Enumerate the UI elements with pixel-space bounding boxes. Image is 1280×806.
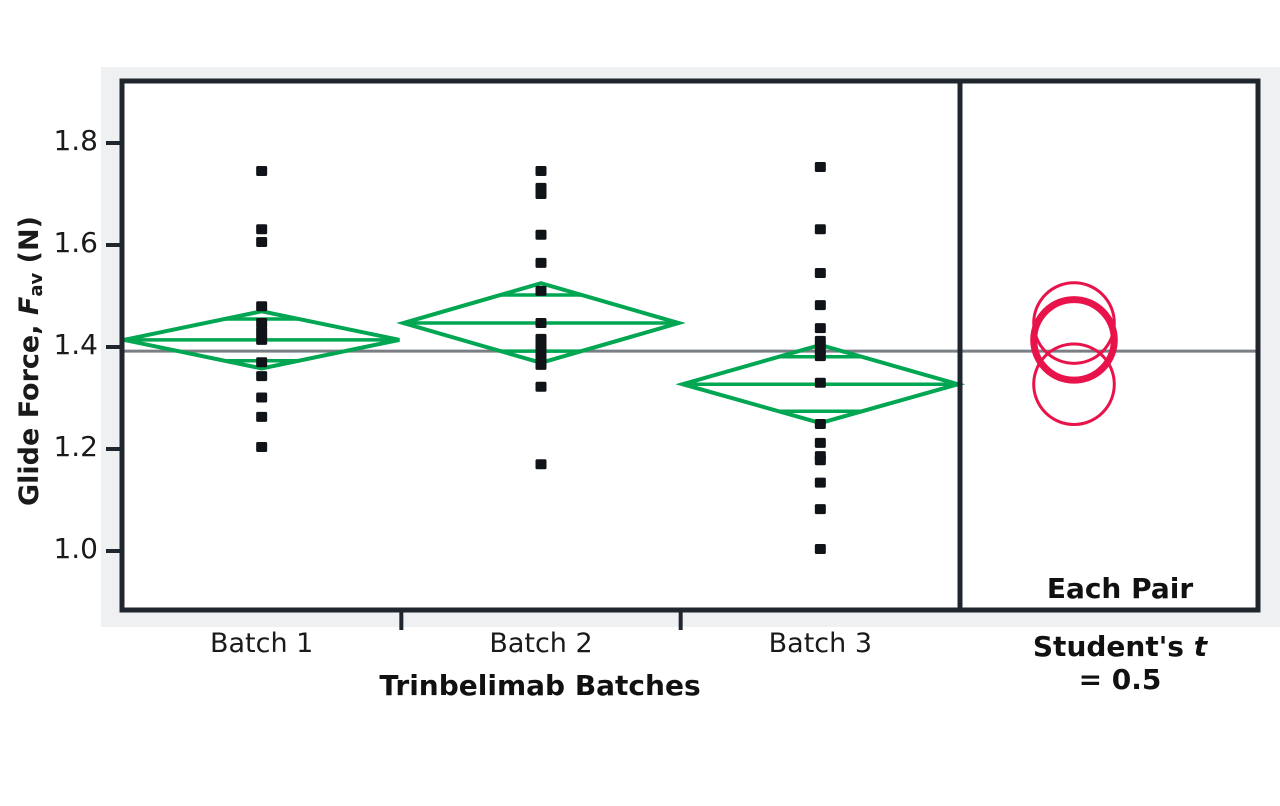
- y-tick-label: 1.2: [53, 430, 98, 463]
- comparison-circle-3[interactable]: [1032, 342, 1116, 427]
- data-point: [535, 333, 547, 344]
- group-2: [396, 166, 686, 470]
- data-point: [535, 285, 547, 296]
- y-axis-title-subscript: av: [25, 272, 47, 297]
- data-point: [814, 161, 826, 172]
- y-tick-label: 1.6: [53, 226, 98, 259]
- data-point: [814, 351, 826, 362]
- data-point: [535, 459, 547, 470]
- y-tick-label: 1.8: [53, 124, 98, 157]
- data-point: [256, 334, 268, 345]
- y-tick-label: 1.4: [53, 328, 98, 361]
- students-t-value: = 0.5: [1078, 663, 1162, 697]
- data-point: [814, 323, 826, 334]
- y-axis-title-symbol: F: [14, 296, 45, 316]
- group-1: [123, 166, 400, 452]
- x-group-label-3: Batch 3: [768, 628, 873, 659]
- data-point: [535, 257, 547, 268]
- data-point: [814, 377, 826, 388]
- data-point: [535, 189, 547, 199]
- students-t-label: Student's t = 0.5: [955, 630, 1280, 696]
- data-point: [256, 357, 268, 368]
- each-pair-label: Each Pair: [1046, 572, 1194, 605]
- x-axis-title: Trinbelimab Batches: [379, 669, 701, 702]
- students-t-prefix: Student's: [1032, 630, 1194, 663]
- data-point: [256, 411, 268, 422]
- data-point: [535, 229, 547, 240]
- data-point: [814, 477, 826, 488]
- data-point: [256, 441, 268, 452]
- data-point: [535, 166, 547, 177]
- x-group-label-2: Batch 2: [489, 628, 593, 659]
- y-tick-label: 1.0: [53, 532, 98, 565]
- data-point: [814, 300, 826, 311]
- data-point: [814, 455, 826, 466]
- data-point: [256, 326, 268, 337]
- data-point: [256, 236, 268, 247]
- students-t-symbol: t: [1193, 630, 1208, 663]
- x-group-label-1: Batch 1: [209, 628, 314, 659]
- data-point: [256, 318, 268, 329]
- comparison-circle-2[interactable]: [1030, 296, 1118, 384]
- data-point: [814, 543, 826, 554]
- data-point: [256, 301, 268, 312]
- data-point: [814, 335, 826, 346]
- data-point: [814, 504, 826, 515]
- data-point: [256, 166, 268, 177]
- data-point: [814, 419, 826, 430]
- data-point: [535, 359, 547, 370]
- data-point: [535, 381, 547, 392]
- data-point: [814, 224, 826, 235]
- data-point: [256, 392, 268, 403]
- data-point: [256, 224, 268, 235]
- data-point: [814, 268, 826, 279]
- data-point: [814, 437, 826, 448]
- data-point: [256, 371, 268, 382]
- data-point: [535, 318, 547, 329]
